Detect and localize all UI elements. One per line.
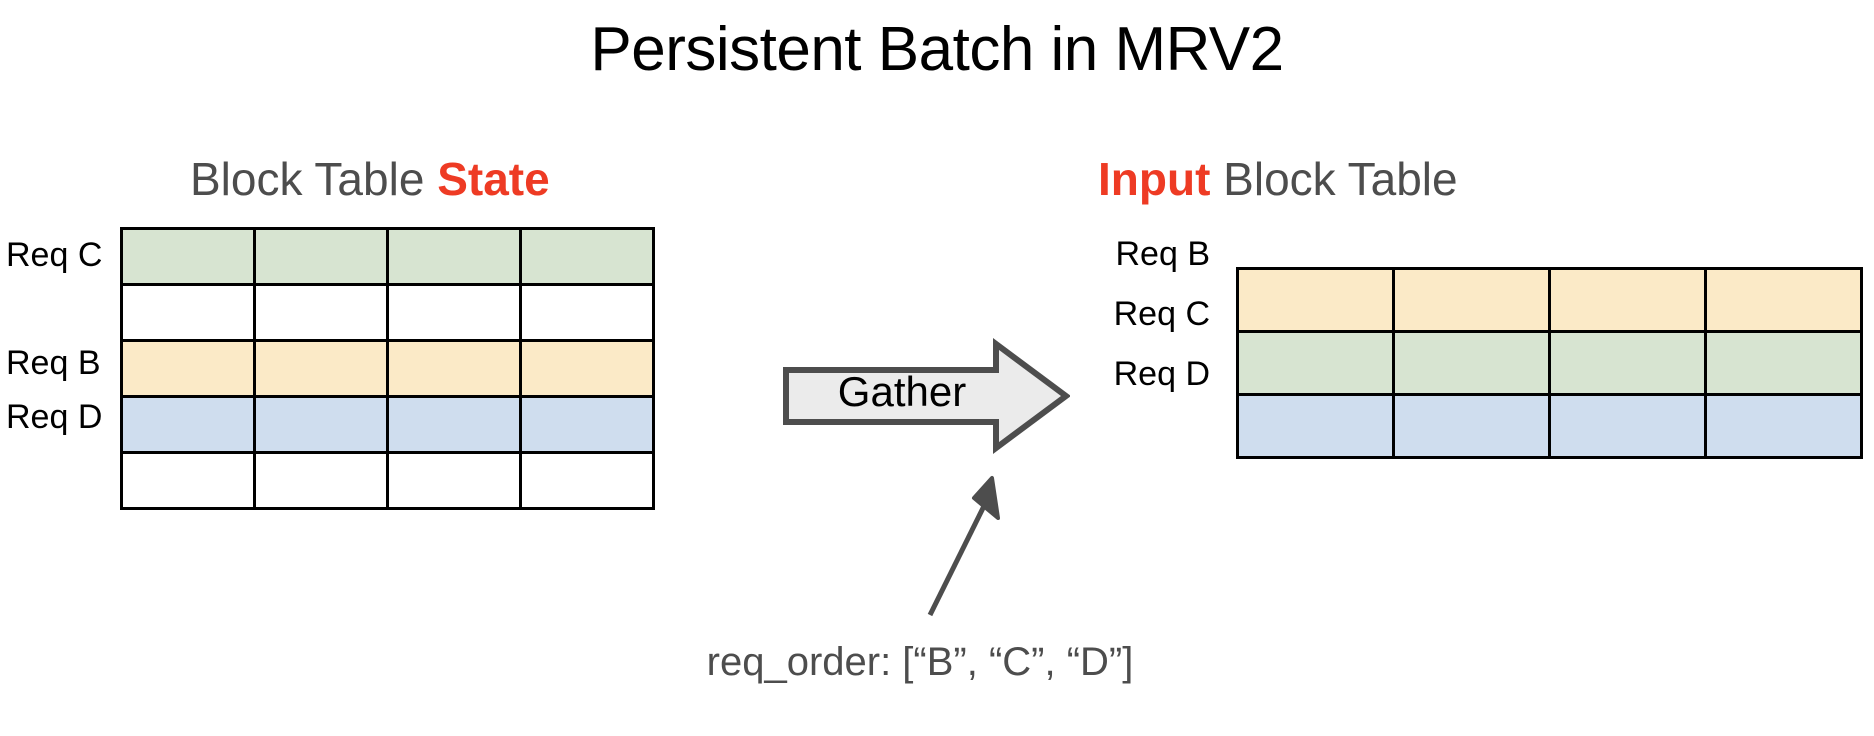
req-order-caption: req_order: [“B”, “C”, “D”] [706,640,1134,684]
table-cell [120,283,256,342]
table-row [120,227,655,286]
table-row [1236,393,1863,459]
table-cell [253,339,389,398]
table-cell [386,283,522,342]
table-cell [386,451,522,510]
table-cell [120,227,256,286]
left-row-label-req-d: Req D [6,398,103,436]
left-heading-highlight: State [437,153,550,205]
gather-arrow-icon [783,338,1070,454]
table-cell [519,283,655,342]
table-cell [386,395,522,454]
table-row [120,451,655,510]
table-cell [120,451,256,510]
table-cell [519,395,655,454]
table-cell [1236,393,1395,459]
table-cell [1548,393,1707,459]
table-row [120,339,655,398]
table-cell [1704,267,1863,333]
table-cell [386,339,522,398]
table-row [1236,267,1863,333]
table-row [1236,330,1863,396]
table-cell [519,339,655,398]
right-heading-suffix: Block Table [1210,153,1458,205]
table-cell [1392,267,1551,333]
input-block-table [1236,267,1863,459]
right-panel-heading: Input Block Table [1098,152,1458,206]
block-table-state [120,227,655,510]
page-title: Persistent Batch in MRV2 [590,15,1284,84]
right-heading-highlight: Input [1098,153,1211,205]
table-cell [1236,330,1395,396]
table-cell [1704,330,1863,396]
table-cell [1548,330,1707,396]
table-cell [253,451,389,510]
left-row-label-req-c: Req C [6,236,103,274]
table-row [120,283,655,342]
table-cell [519,451,655,510]
right-row-label-req-d: Req D [1113,355,1210,393]
table-cell [1392,393,1551,459]
left-panel-heading: Block Table State [190,152,550,206]
left-row-label-req-b: Req B [6,344,101,382]
table-cell [1236,267,1395,333]
table-cell [1548,267,1707,333]
right-row-label-req-c: Req C [1113,295,1210,333]
table-cell [386,227,522,286]
table-row [120,395,655,454]
left-heading-prefix: Block Table [190,153,438,205]
table-cell [253,395,389,454]
right-row-label-req-b: Req B [1115,235,1211,273]
table-cell [120,339,256,398]
table-cell [1704,393,1863,459]
table-cell [1392,330,1551,396]
table-cell [120,395,256,454]
caption-pointer-arrow-icon [927,476,1000,617]
table-cell [253,283,389,342]
table-cell [253,227,389,286]
table-cell [519,227,655,286]
